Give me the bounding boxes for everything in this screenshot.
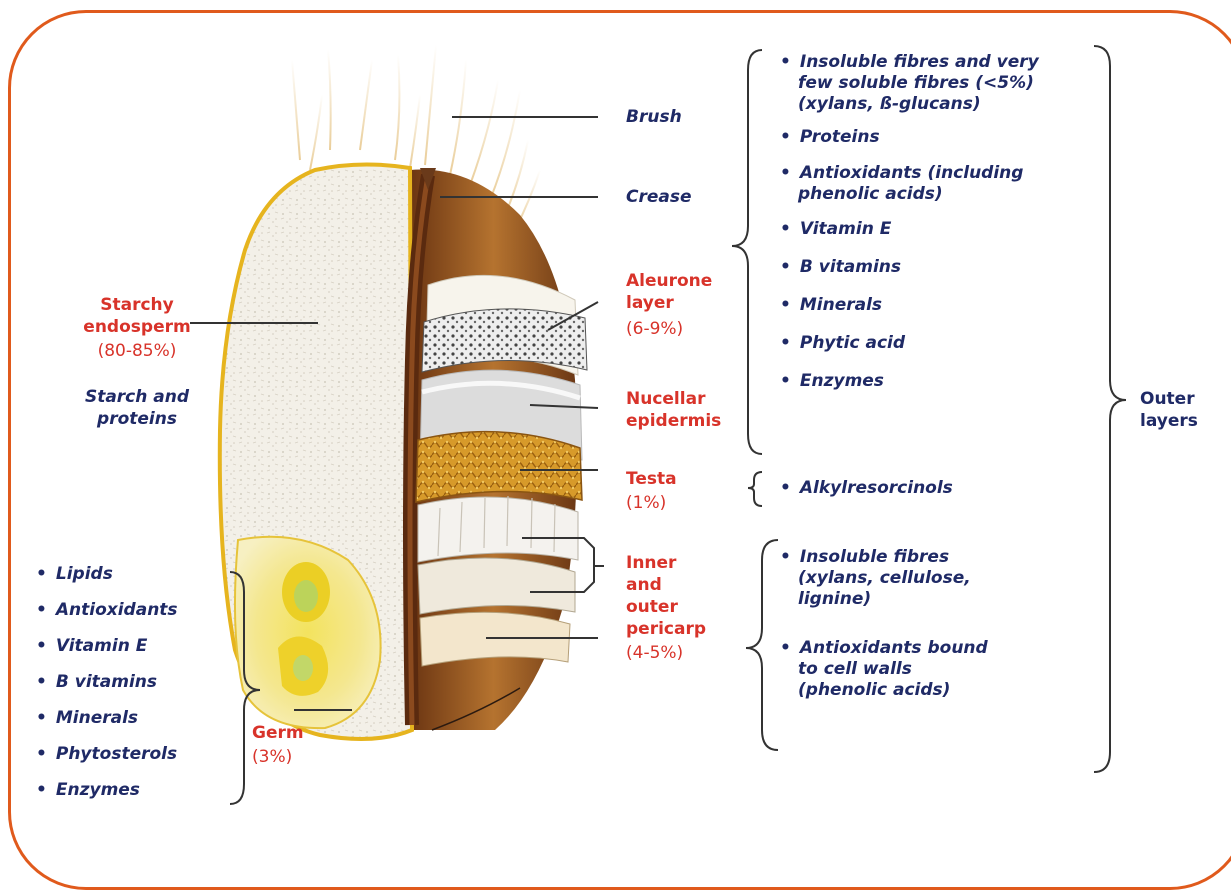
germ-item: Antioxidants bbox=[36, 599, 178, 621]
germ-item: Enzymes bbox=[36, 779, 178, 801]
aleurone-item: Enzymes bbox=[780, 371, 1039, 392]
pericarp-percent: (4-5%) bbox=[626, 642, 683, 664]
pericarp-nutrient-list: Insoluble fibres (xylans, cellulose, lig… bbox=[780, 547, 988, 701]
testa-slab bbox=[416, 432, 582, 502]
aleurone-nutrient-list: Insoluble fibres and very few soluble fi… bbox=[780, 52, 1039, 392]
germ-title: Germ bbox=[252, 722, 304, 744]
germ-item: Vitamin E bbox=[36, 635, 178, 657]
testa-nutrient-item: Alkylresorcinols bbox=[780, 477, 953, 499]
aleurone-layer-title: Aleurone layer bbox=[626, 270, 712, 314]
starchy-endosperm-title: Starchy endosperm bbox=[62, 294, 212, 338]
aleurone-percent: (6-9%) bbox=[626, 318, 683, 340]
brush-label: Brush bbox=[626, 106, 682, 128]
crease-label: Crease bbox=[626, 186, 692, 208]
germ-percent: (3%) bbox=[252, 746, 292, 768]
wheat-grain-illustration bbox=[0, 0, 1231, 860]
germ-item: B vitamins bbox=[36, 671, 178, 693]
germ-item: Phytosterols bbox=[36, 743, 178, 765]
aleurone-item: Vitamin E bbox=[780, 219, 1039, 240]
germ-nutrient-list: Lipids Antioxidants Vitamin E B vitamins… bbox=[36, 563, 178, 801]
aleurone-item: Phytic acid bbox=[780, 333, 1039, 354]
pericarp-slab-2 bbox=[418, 558, 575, 614]
starch-description: Starch and proteins bbox=[62, 386, 212, 430]
germ-item: Lipids bbox=[36, 563, 178, 585]
aleurone-item: Antioxidants (including bbox=[780, 163, 1039, 184]
aleurone-item: Insoluble fibres and very bbox=[780, 52, 1039, 73]
nucellar-epidermis-title: Nucellar epidermis bbox=[626, 388, 721, 432]
aleurone-item: B vitamins bbox=[780, 257, 1039, 278]
pericarp-item: Insoluble fibres bbox=[780, 547, 988, 568]
pericarp-title: Inner and outer pericarp bbox=[626, 552, 706, 640]
aleurone-item: Proteins bbox=[780, 127, 1039, 148]
testa-percent: (1%) bbox=[626, 492, 666, 514]
germ-item: Minerals bbox=[36, 707, 178, 729]
starchy-endosperm-percent: (80-85%) bbox=[62, 340, 212, 362]
outer-layers-label: Outer layers bbox=[1140, 388, 1198, 432]
pericarp-item: Antioxidants bound bbox=[780, 638, 988, 659]
testa-title: Testa bbox=[626, 468, 677, 490]
aleurone-item: Minerals bbox=[780, 295, 1039, 316]
